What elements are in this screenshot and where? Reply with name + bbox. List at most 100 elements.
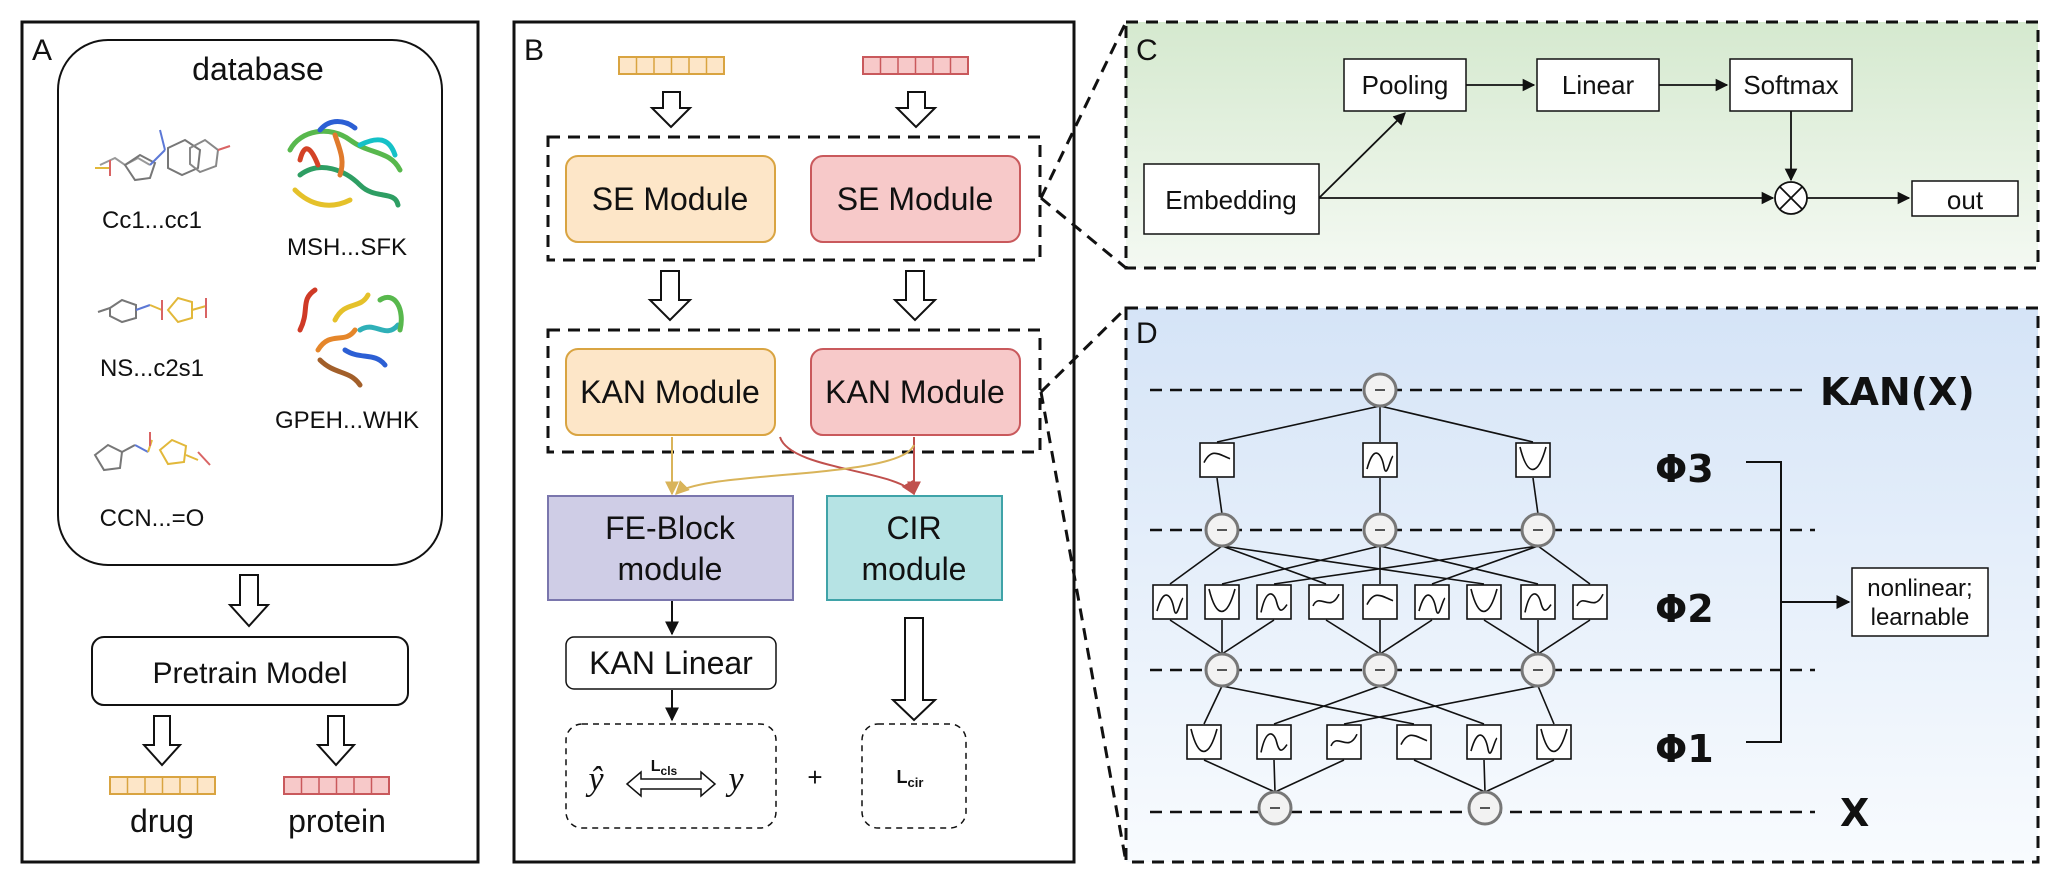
double-arrow-icon: [625, 770, 717, 798]
edge-line: [1221, 685, 1415, 725]
protein-structure-1-icon: [287, 119, 403, 208]
database-box: [57, 39, 443, 566]
function-curve: [1156, 594, 1184, 614]
nonlinear-note-box: [1851, 567, 1989, 637]
hollow-arrow-down-icon: [315, 715, 357, 767]
function-curve: [1470, 588, 1498, 613]
panel-b: B SE Module SE Module KAN Module: [512, 20, 1076, 864]
edge-line: [1169, 545, 1223, 585]
se-group-dashed-box: [546, 135, 1042, 262]
activation-function-box: [1256, 584, 1292, 620]
embedding-label: Embedding: [1165, 185, 1297, 215]
kan-linear-box: [565, 636, 777, 690]
protein-label: protein: [288, 803, 386, 839]
function-curve: [1312, 593, 1340, 607]
cir-module-label-line2: module: [862, 551, 967, 587]
activation-function-box: [1199, 442, 1235, 478]
edge-line: [1483, 759, 1486, 793]
embedding-to-pooling-arrow: [1318, 112, 1406, 199]
edge-line: [1273, 545, 1539, 585]
function-curve: [1366, 594, 1394, 605]
edge-line: [1413, 759, 1486, 793]
drug-embedding-bar: [618, 56, 725, 75]
edge-line: [1216, 405, 1381, 443]
edge-line: [1379, 619, 1433, 655]
function-curve: [1540, 728, 1568, 753]
hollow-arrow-down-icon: [890, 617, 938, 722]
y-hat-label: ŷ: [585, 761, 604, 798]
pooling-box: [1343, 58, 1467, 112]
edge-line: [1221, 545, 1485, 585]
se-module-protein-label: SE Module: [837, 181, 994, 217]
nonlinear-note-line2: learnable: [1871, 604, 1970, 631]
edge-line: [1431, 545, 1539, 585]
softmax-label: Softmax: [1743, 70, 1838, 100]
edge-line: [1537, 685, 1555, 725]
plus-sign: +: [807, 762, 822, 792]
function-curve: [1330, 733, 1358, 747]
drug-molecule-2-icon: [97, 296, 207, 324]
kan-module-protein-label: KAN Module: [825, 374, 1005, 410]
panel-c-letter: C: [1136, 34, 1158, 67]
pretrain-model-box: [91, 636, 409, 706]
activation-function-box: [1536, 724, 1572, 760]
phi2-label: Φ2: [1655, 587, 1714, 631]
phi3-label: Φ3: [1655, 447, 1714, 491]
cir-module-box: [826, 495, 1003, 601]
linear-label: Linear: [1562, 70, 1635, 100]
function-curve: [1418, 594, 1446, 614]
hollow-arrow-down-icon: [141, 715, 183, 767]
x-label: X: [1840, 791, 1869, 835]
activation-function-box: [1186, 724, 1222, 760]
edge-line: [1221, 545, 1381, 585]
function-curve: [1260, 593, 1288, 613]
panel-d: D KAN(X) Φ3 Φ2 Φ1 X nonlinear; learnable: [1124, 306, 2040, 864]
database-title: database: [192, 51, 324, 87]
edge-line: [1203, 685, 1223, 725]
protein-label-2: GPEH...WHK: [275, 407, 419, 434]
pretrain-model-label: Pretrain Model: [152, 657, 347, 690]
drug-label-1: Cc1...cc1: [102, 207, 202, 234]
kan-linear-label: KAN Linear: [589, 645, 753, 681]
panel-b-letter: B: [524, 34, 544, 67]
edge-line: [1484, 759, 1555, 793]
function-curve: [1260, 733, 1288, 753]
activation-function-box: [1466, 584, 1502, 620]
pooling-label: Pooling: [1362, 70, 1449, 100]
softmax-box: [1729, 58, 1853, 112]
fe-block-box: [547, 495, 794, 601]
edge-line: [1203, 759, 1276, 793]
se-module-drug-label: SE Module: [592, 181, 749, 217]
panel-a: A database Cc1...cc1 NS...c2s1: [20, 20, 480, 864]
fe-block-label-line2: module: [618, 551, 723, 587]
hollow-arrow-down-icon: [892, 270, 938, 322]
panel-a-letter: A: [32, 34, 52, 67]
edge-line: [1325, 619, 1381, 655]
protein-embedding-bar: [283, 776, 390, 795]
drug-label-2: NS...c2s1: [100, 355, 204, 382]
y-label: y: [725, 761, 744, 798]
edge-line: [1169, 619, 1223, 655]
activation-function-box: [1256, 724, 1292, 760]
out-box: [1911, 180, 2019, 217]
lcls-label: Lcls: [651, 758, 678, 778]
function-curve: [1190, 728, 1218, 753]
linear-box: [1536, 58, 1660, 112]
activation-function-box: [1362, 442, 1398, 478]
edge-line: [1343, 685, 1539, 725]
edge-line: [1537, 619, 1591, 655]
edge-line: [1273, 685, 1381, 725]
edge-line: [1273, 759, 1276, 793]
hollow-arrow-down-icon: [894, 91, 938, 129]
nonlinear-note-line1: nonlinear;: [1867, 575, 1972, 602]
drug-label: drug: [130, 803, 194, 839]
edge-line: [1221, 545, 1327, 585]
drug-label-3: CCN...=O: [100, 505, 205, 532]
function-curve: [1208, 588, 1236, 613]
edge-line: [1483, 619, 1539, 655]
kan-network: [1150, 372, 1815, 826]
se-module-drug-box: [565, 155, 776, 243]
phi1-label: Φ1: [1655, 727, 1714, 771]
kan-x-label: KAN(X): [1820, 370, 1975, 414]
